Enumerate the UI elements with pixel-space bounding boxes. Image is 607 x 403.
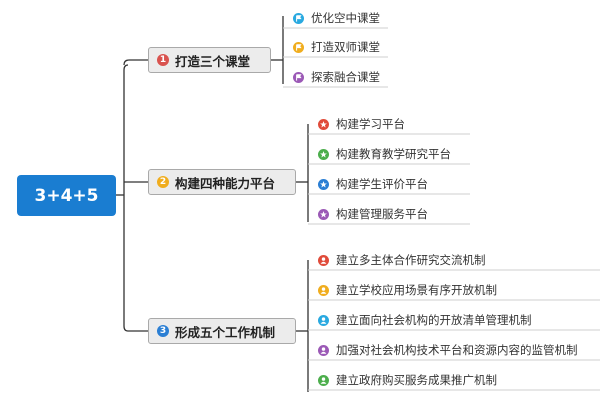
flag-icon bbox=[293, 71, 304, 83]
leaf-item: 建立学校应用场景有序开放机制 bbox=[318, 281, 497, 299]
flag-icon bbox=[293, 41, 304, 53]
number-badge-icon: 2 bbox=[157, 176, 169, 188]
leaf-item: 优化空中课堂 bbox=[293, 9, 380, 27]
leaf-item: 构建管理服务平台 bbox=[318, 205, 428, 223]
leaf-item: 构建学习平台 bbox=[318, 115, 405, 133]
leaf-label: 建立学校应用场景有序开放机制 bbox=[336, 283, 497, 297]
leaf-item: 建立多主体合作研究交流机制 bbox=[318, 251, 486, 269]
branch-connector bbox=[123, 59, 148, 66]
branch-node-2: 2 构建四种能力平台 bbox=[148, 169, 296, 195]
flag-icon bbox=[293, 12, 304, 24]
leaf-label: 构建学生评价平台 bbox=[336, 177, 428, 191]
number-badge-icon: 3 bbox=[157, 325, 169, 337]
leaf-label: 打造双师课堂 bbox=[311, 40, 380, 54]
leaf-label: 探索融合课堂 bbox=[311, 70, 380, 84]
leaf-item: 构建教育教学研究平台 bbox=[318, 145, 451, 163]
leaf-item: 建立面向社会机构的开放清单管理机制 bbox=[318, 311, 532, 329]
number-badge-icon: 1 bbox=[157, 54, 169, 66]
root-node: 3+4+5 bbox=[17, 175, 116, 216]
branch-title: 形成五个工作机制 bbox=[175, 324, 276, 340]
leaf-item: 打造双师课堂 bbox=[293, 38, 380, 56]
leaf-label: 建立面向社会机构的开放清单管理机制 bbox=[336, 313, 532, 327]
person-icon bbox=[318, 254, 329, 266]
leaf-item: 建立政府购买服务成果推广机制 bbox=[318, 371, 497, 389]
branch-node-1: 1 打造三个课堂 bbox=[148, 47, 271, 73]
leaf-item: 探索融合课堂 bbox=[293, 68, 380, 86]
person-icon bbox=[318, 374, 329, 386]
star-icon bbox=[318, 178, 329, 190]
leaf-label: 建立多主体合作研究交流机制 bbox=[336, 253, 486, 267]
leaf-label: 构建教育教学研究平台 bbox=[336, 147, 451, 161]
star-icon bbox=[318, 118, 329, 130]
person-icon bbox=[318, 344, 329, 356]
leaf-label: 加强对社会机构技术平台和资源内容的监管机制 bbox=[336, 343, 578, 357]
branch-title: 构建四种能力平台 bbox=[175, 175, 276, 191]
branch-node-3: 3 形成五个工作机制 bbox=[148, 318, 296, 344]
branch-title: 打造三个课堂 bbox=[175, 53, 251, 69]
leaf-label: 优化空中课堂 bbox=[311, 11, 380, 25]
star-icon bbox=[318, 148, 329, 160]
leaf-label: 建立政府购买服务成果推广机制 bbox=[336, 373, 497, 387]
person-icon bbox=[318, 314, 329, 326]
branch-connector bbox=[123, 64, 148, 332]
leaf-item: 加强对社会机构技术平台和资源内容的监管机制 bbox=[318, 341, 578, 359]
star-icon bbox=[318, 208, 329, 220]
leaf-label: 构建学习平台 bbox=[336, 117, 405, 131]
person-icon bbox=[318, 284, 329, 296]
root-label: 3+4+5 bbox=[34, 185, 99, 206]
leaf-item: 构建学生评价平台 bbox=[318, 175, 428, 193]
leaf-label: 构建管理服务平台 bbox=[336, 207, 428, 221]
